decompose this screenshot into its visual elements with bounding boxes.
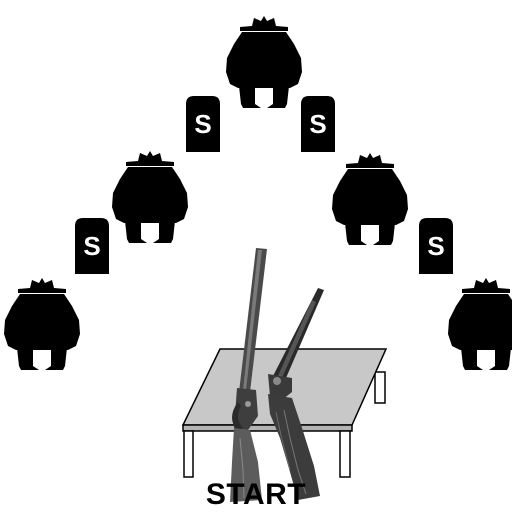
double-barrel-shotgun-icon	[268, 288, 324, 500]
table-leg	[374, 371, 386, 404]
target-mid-right-icon	[332, 153, 408, 245]
marker-letter: S	[194, 109, 211, 139]
target-bottom-left-icon	[4, 278, 80, 370]
marker-letter: S	[427, 231, 444, 261]
marker-letter: S	[83, 231, 100, 261]
marker-lower-left: S	[75, 218, 109, 274]
marker-upper-right: S	[301, 96, 335, 152]
marker-letter: S	[309, 109, 326, 139]
table-leg	[339, 430, 351, 478]
marker-upper-left: S	[186, 96, 220, 152]
start-label: START	[205, 478, 307, 511]
marker-lower-right: S	[419, 218, 453, 274]
lever-action-rifle-icon	[230, 248, 267, 502]
target-mid-left-icon	[112, 151, 188, 243]
target-top-icon	[226, 16, 302, 108]
table-leg	[183, 430, 194, 478]
tombstone-markers: S S S S	[75, 96, 453, 274]
table-edge	[182, 424, 353, 432]
target-bottom-right-icon	[448, 278, 512, 370]
